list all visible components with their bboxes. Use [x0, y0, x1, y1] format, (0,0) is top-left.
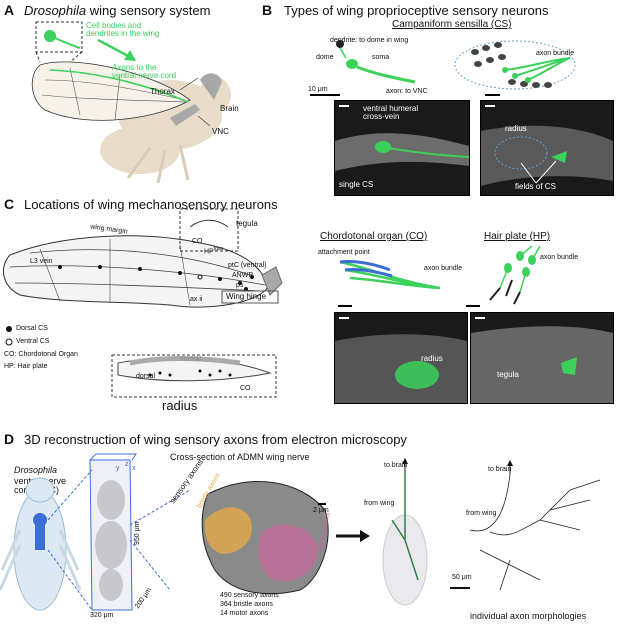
motor-region: [258, 524, 318, 582]
label-hp-tg: tg: [213, 246, 218, 252]
label-axons-vnc: Axons to the ventral nerve cord: [112, 63, 177, 81]
cs-soma: [346, 59, 358, 69]
micro2-label-radius: radius: [505, 124, 527, 133]
label-cross-section: Cross-section of ADMN wing nerve: [170, 452, 310, 462]
axon-morphologies: [450, 460, 601, 591]
micro1-label-cross-vein: ventral humeral cross-vein: [363, 104, 419, 122]
cs-dome: [336, 40, 344, 48]
label-brain: Brain: [220, 104, 239, 113]
label-dorsal: dorsal: [136, 373, 156, 380]
label-drosophila: Drosophila: [14, 465, 58, 475]
label-co-radius: CO: [240, 385, 251, 392]
label-vnc: VNC: [212, 127, 229, 136]
wing-axons: [49, 69, 189, 103]
panel-d-left-illustration: [0, 453, 428, 611]
label-hp: HPtgax: [204, 246, 223, 255]
panel-a-fly-illustration: [31, 21, 231, 184]
label-thorax: Thorax: [150, 87, 175, 96]
label-soma: soma: [372, 54, 390, 61]
panel-d-letter: D: [4, 431, 15, 447]
panel-c-letter: C: [4, 196, 15, 212]
label-hp-text: HP: [204, 248, 214, 256]
bristle-region: [204, 507, 252, 554]
dim-320: 320 μm: [90, 612, 114, 619]
wing-outline: [2, 235, 269, 308]
wing-hinge-box: [221, 290, 279, 304]
label-wing-hinge: Wing hinge: [226, 292, 267, 301]
axon-arrow: [97, 38, 133, 60]
micro3-label-radius: radius: [421, 354, 443, 363]
fly-abdomen: [100, 126, 180, 174]
count-motor: 14 motor axons: [220, 610, 269, 617]
inset-cell-body: [44, 30, 56, 42]
label-attachment-point: attachment point: [318, 249, 370, 256]
label-axon-vnc: axon: to VNC: [386, 88, 428, 95]
legend-co: CO: Chordotonal Organ: [4, 351, 78, 358]
legend-dorsal-dot: [6, 326, 12, 332]
micro2-label-fields-cs: fields of CS: [515, 182, 556, 191]
label-cs-axon-bundle: axon bundle: [536, 50, 575, 57]
label-l3-vein: L3 vein: [30, 258, 53, 265]
morphology-caption: individual axon morphologies: [470, 611, 587, 621]
cs-axon: [356, 65, 416, 84]
inset-box: [35, 21, 83, 53]
panel-b-title: Types of wing proprioceptive sensory neu…: [284, 3, 549, 18]
scale-10um: 10 μm: [308, 86, 328, 93]
co-heading: Chordotonal organ (CO): [320, 231, 428, 242]
label-to-brain-1: to brain: [384, 462, 408, 469]
label-radius: radius: [162, 398, 198, 413]
label-hp-axon-bundle: axon bundle: [540, 254, 579, 261]
micrograph-single-cs: ventral humeral cross-vein single CS: [334, 100, 470, 196]
inset-axon: [54, 37, 81, 49]
panel-b-letter: B: [262, 2, 273, 18]
fly-brain: [200, 73, 222, 100]
label-ventral: ventral: [180, 356, 202, 363]
panel-d-title: 3D reconstruction of wing sensory axons …: [24, 432, 407, 447]
legend-ventral-dot: [5, 338, 13, 346]
label-cell-bodies: Cell bodies and dendrites in the wing: [86, 21, 160, 39]
micrograph-co: radius: [334, 312, 468, 404]
label-to-brain-2: to brain: [488, 466, 512, 473]
label-hp-ax: ax: [217, 246, 224, 252]
label-co-axon-bundle: axon bundle: [424, 265, 463, 272]
count-sensory: 490 sensory axons: [220, 592, 279, 599]
label-ptc: ptC (ventral): [228, 262, 267, 269]
axis-y: y: [116, 465, 120, 472]
count-bristle: 364 bristle axons: [220, 601, 273, 608]
panel-a-letter: A: [4, 2, 15, 18]
micro1-label-single-cs: single CS: [339, 180, 374, 189]
label-co: CO: [192, 238, 203, 245]
dim-950: 950 μm: [134, 521, 141, 546]
panel-c-title: Locations of wing mechanosensory neurons: [24, 197, 278, 212]
panel-a-title-rest: wing sensory system: [86, 3, 211, 18]
panel-c-wing-map: [2, 208, 283, 398]
label-tegula: tegula: [236, 219, 258, 228]
micrograph-fields-cs: radius fields of CS: [480, 100, 614, 196]
legend-hp: HP: Hair plate: [4, 363, 48, 370]
label-dendrite: dendrite: to dome in wing: [330, 37, 409, 44]
scale-2um: 2 μm: [313, 507, 329, 514]
label-from-wing-1: from wing: [364, 500, 395, 507]
micrograph-hp: tegula: [470, 312, 614, 404]
axis-z: z: [125, 461, 129, 468]
radius-inset: [111, 354, 277, 398]
fly-vnc: [170, 104, 200, 126]
label-anwp: ANWP: [232, 272, 253, 279]
label-dome: dome: [316, 54, 334, 61]
cs-illustration: [310, 40, 576, 96]
co-hp-illustration: [338, 245, 541, 307]
panel-a-title: Drosophila wing sensory system: [24, 3, 210, 18]
label-drosophila-text: Drosophila: [14, 465, 58, 475]
axis-x: x: [132, 465, 136, 472]
label-ps: ps: [236, 282, 244, 289]
cs-heading: Campaniform sensilla (CS): [392, 19, 512, 30]
panel-a-title-species: Drosophila: [24, 3, 87, 18]
legend-dorsal: Dorsal CS: [16, 325, 48, 332]
scale-50um: 50 μm: [452, 574, 472, 581]
hp-heading: Hair plate (HP): [484, 231, 551, 242]
label-from-wing-2: from wing: [466, 510, 497, 517]
legend-ventral: Ventral CS: [16, 338, 50, 345]
label-ax-ii: ax ii: [190, 296, 203, 303]
micro4-label-tegula: tegula: [497, 370, 519, 379]
